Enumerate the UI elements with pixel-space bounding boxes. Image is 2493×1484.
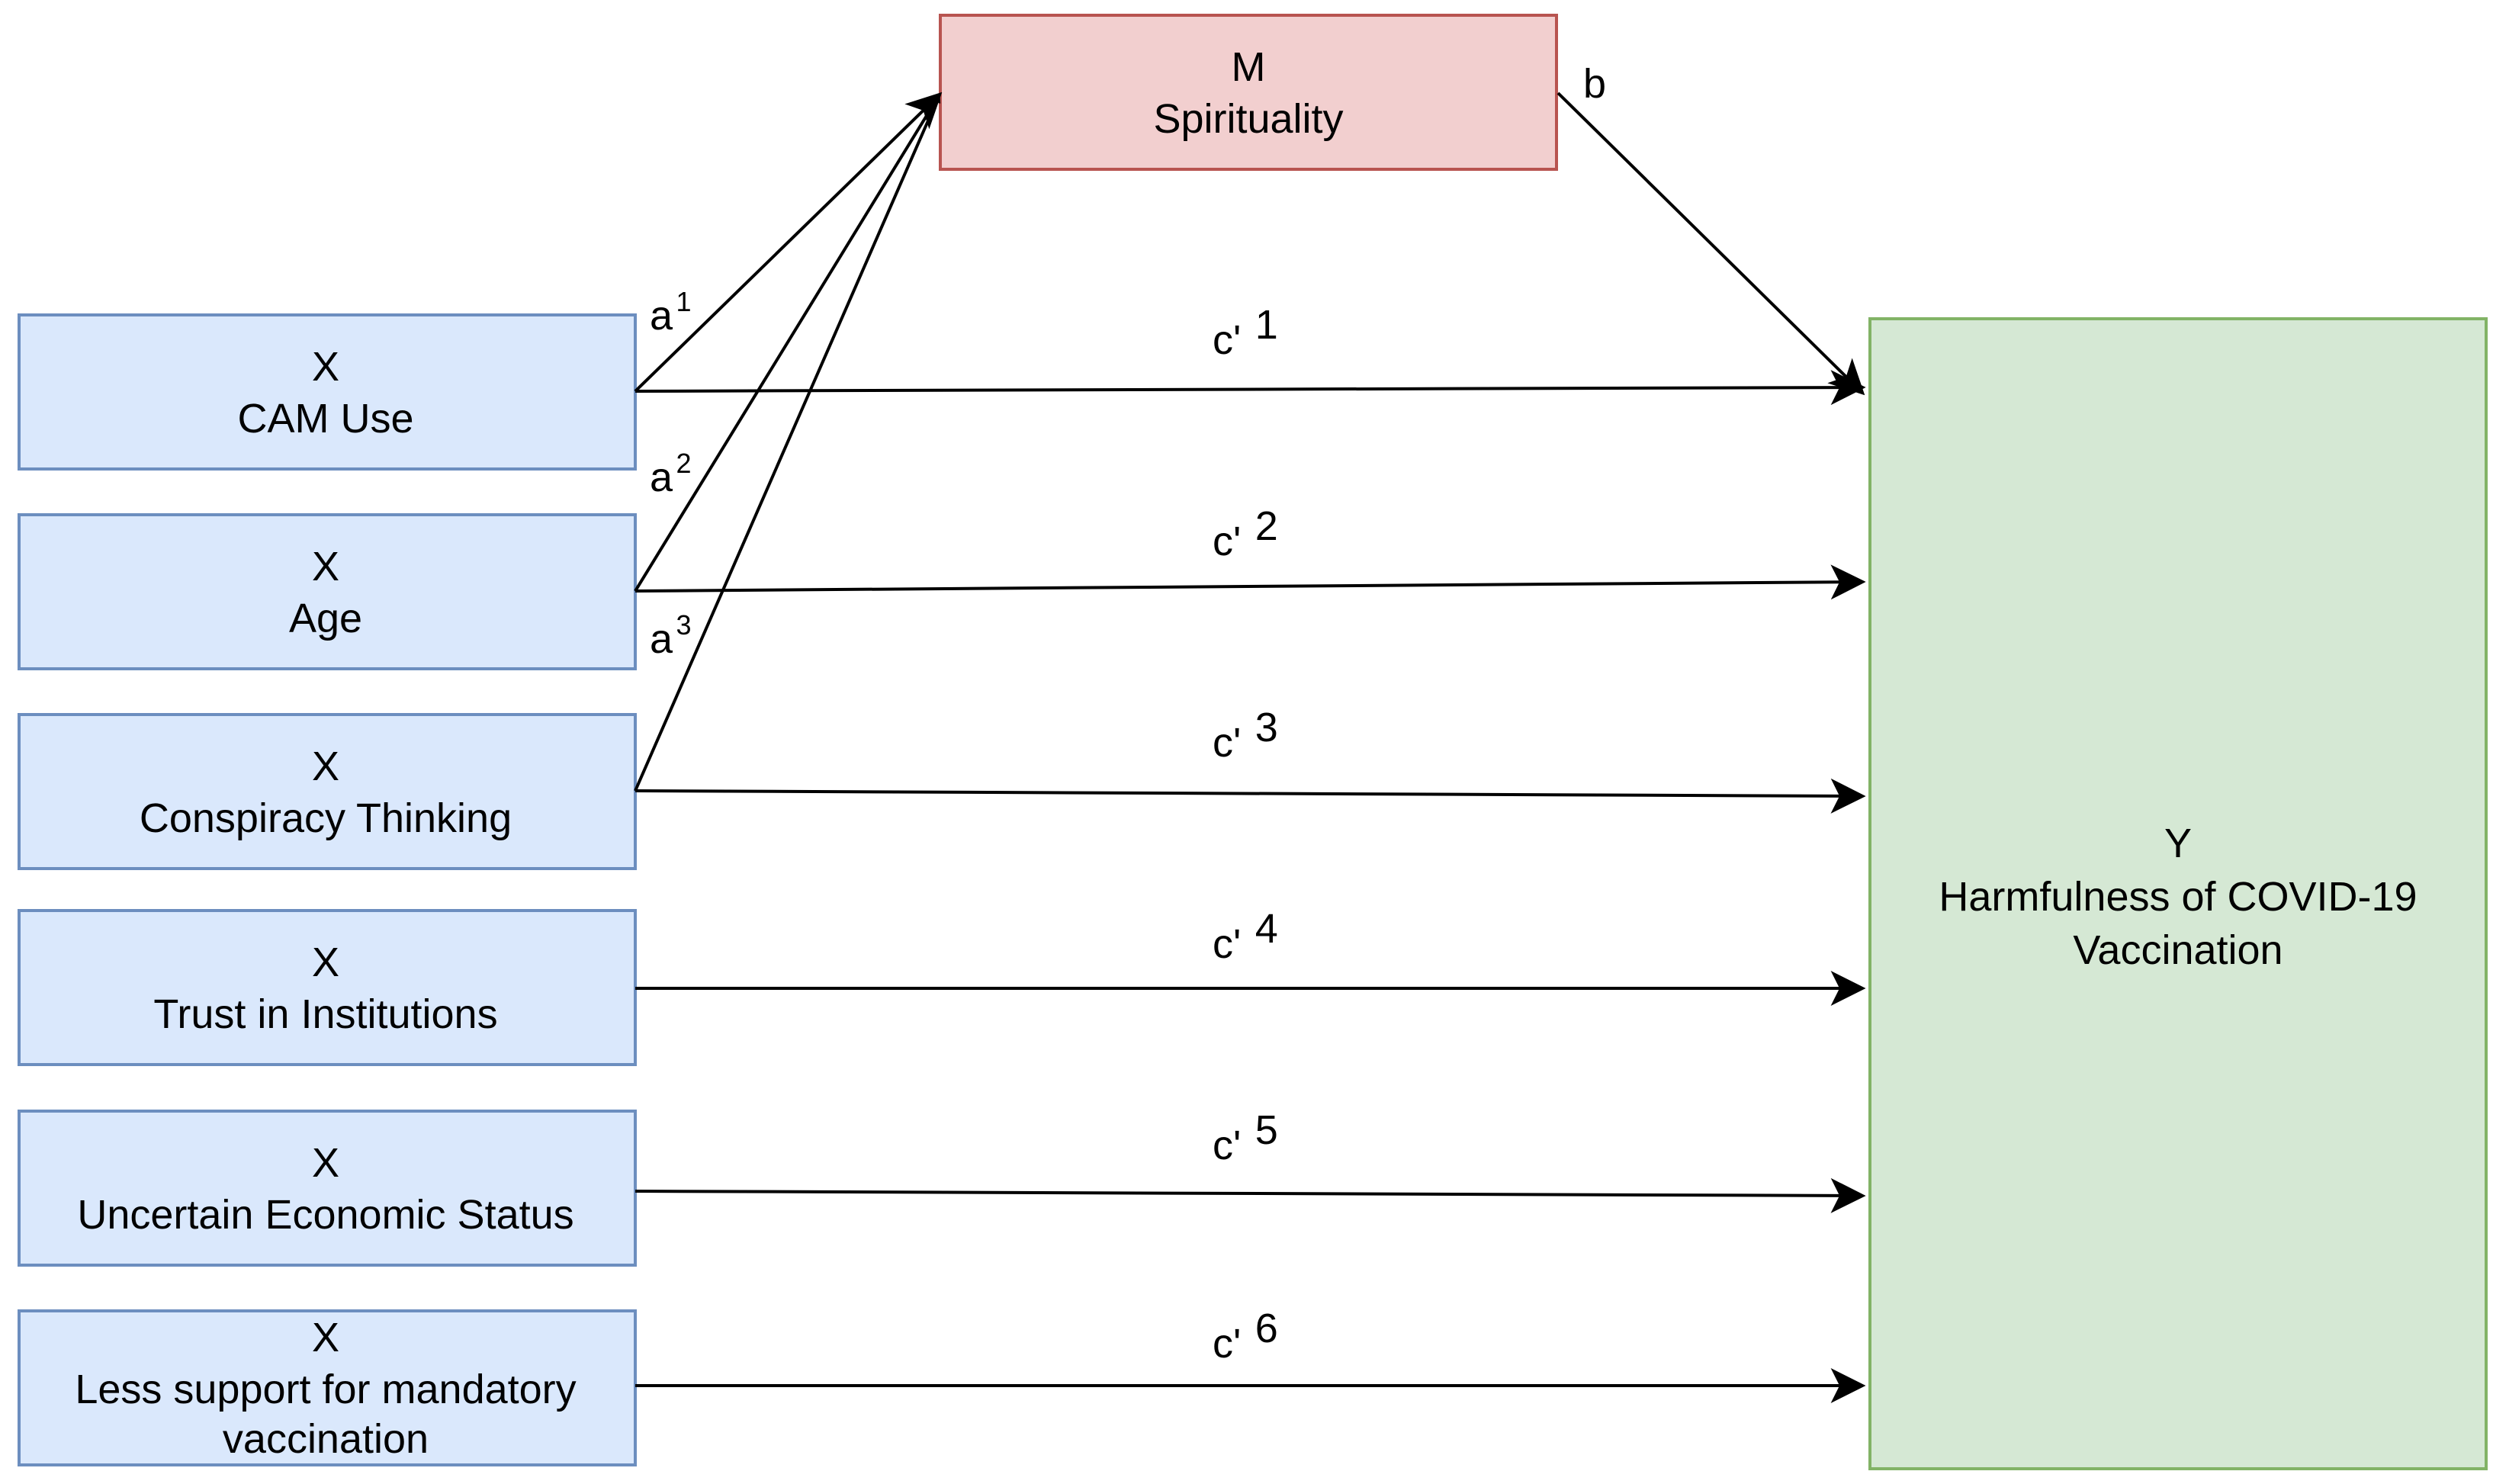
predictor-letter: X (312, 344, 339, 390)
c-prime-5-label: c' 5 (1213, 1107, 1278, 1168)
c-prime-2-label: c' 2 (1213, 503, 1278, 564)
c-prime-5-arrow (634, 1177, 1866, 1213)
c-prime-paths (634, 370, 1866, 1403)
predictor-label: Uncertain Economic Status (77, 1192, 573, 1238)
b-arrow (1557, 92, 1865, 396)
mediator-node: M Spirituality (939, 14, 1558, 171)
predictor-box (18, 909, 637, 1066)
predictor-label: Conspiracy Thinking (140, 795, 512, 841)
predictor-label: Age (289, 596, 362, 641)
predictor-node-less-support-for-mandatory-vaccination: X Less support for mandatory vaccination (18, 1309, 637, 1466)
a1-label: a 1 (650, 286, 692, 339)
predictor-letter: X (312, 744, 339, 789)
predictor-label: Trust in Institutions (153, 991, 497, 1037)
predictor-letter: X (312, 940, 339, 985)
c-prime-4-label: c' 4 (1213, 906, 1278, 967)
c-prime-1-arrow (634, 370, 1866, 406)
predictor-box (18, 313, 637, 471)
a-paths (634, 92, 943, 792)
outcome-box (1868, 317, 2488, 1470)
c-prime-3-arrow (634, 778, 1866, 814)
predictor-letter: X (312, 1140, 339, 1186)
predictor-node-age: X Age (18, 513, 637, 670)
predictor-node-uncertain-economic-status: X Uncertain Economic Status (18, 1110, 637, 1267)
b-label: b (1583, 61, 1606, 107)
predictor-letter: X (312, 1315, 339, 1360)
predictor-box (18, 713, 637, 870)
c-prime-2-arrow (634, 564, 1866, 600)
c-prime-labels: c' 1 c' 2 c' 3 c' 4 c' 5 c' 6 (1213, 302, 1278, 1367)
mediator-box (939, 14, 1558, 171)
a3-label: a 3 (650, 609, 692, 662)
mediator-letter: M (1232, 44, 1266, 90)
predictor-node-conspiracy-thinking: X Conspiracy Thinking (18, 713, 637, 870)
outcome-label-line-1: Harmfulness of COVID-19 (1939, 874, 2417, 920)
predictor-label-line-2: vaccination (223, 1416, 429, 1462)
predictor-box (18, 1309, 637, 1466)
outcome-node: Y Harmfulness of COVID-19 Vaccination (1868, 317, 2488, 1470)
mediator-label: Spirituality (1153, 96, 1343, 142)
predictor-node-trust-in-institutions: X Trust in Institutions (18, 909, 637, 1066)
c-prime-1-label: c' 1 (1213, 302, 1278, 363)
outcome-label-line-2: Vaccination (2073, 927, 2283, 973)
c-prime-6-label: c' 6 (1213, 1306, 1278, 1367)
predictor-box (18, 513, 637, 670)
predictor-letter: X (312, 544, 339, 589)
a1-arrow (634, 92, 943, 393)
predictor-label: CAM Use (237, 396, 413, 442)
a-path-labels: a 1 a 2 a 3 (650, 286, 692, 662)
predictor-node-cam-use: X CAM Use (18, 313, 637, 471)
predictor-label-line-1: Less support for mandatory (75, 1367, 576, 1412)
a2-arrow (634, 93, 941, 593)
c-prime-3-label: c' 3 (1213, 705, 1278, 766)
a2-label: a 2 (650, 448, 692, 500)
a3-arrow (634, 93, 941, 792)
predictor-box (18, 1110, 637, 1267)
outcome-letter: Y (2164, 821, 2192, 866)
